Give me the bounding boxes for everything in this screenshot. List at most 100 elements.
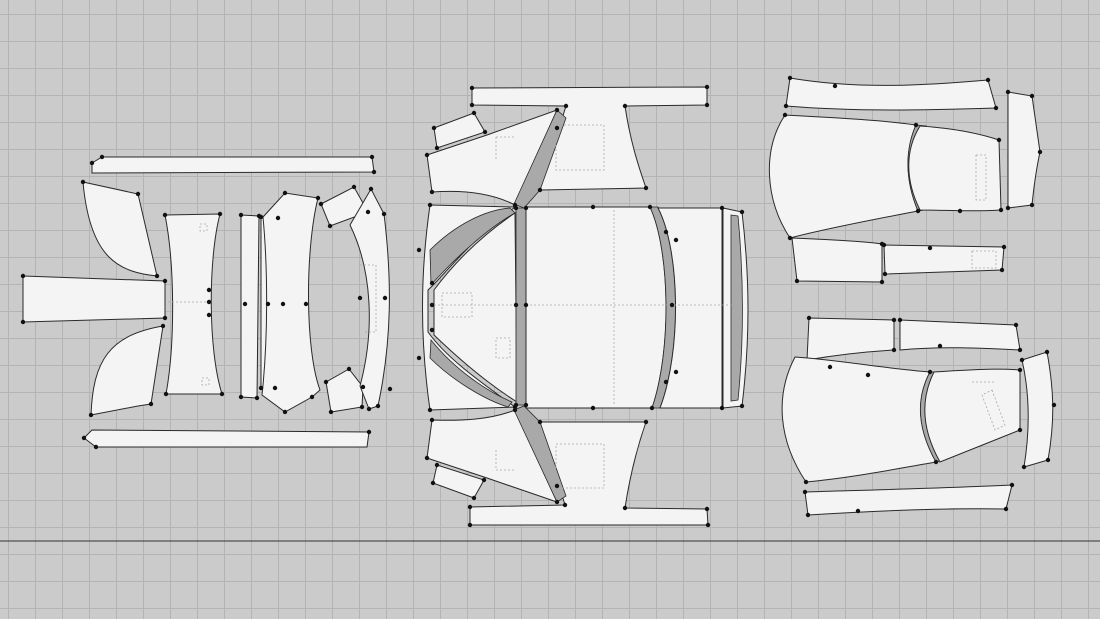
- vertex-point[interactable]: [206, 287, 212, 293]
- lower-narrow-flap[interactable]: [1021, 351, 1054, 468]
- vertex-point[interactable]: [427, 202, 433, 208]
- vertex-point[interactable]: [1045, 457, 1051, 463]
- vertex-point[interactable]: [238, 212, 244, 218]
- vertex-point[interactable]: [371, 169, 377, 175]
- vertex-point[interactable]: [787, 235, 793, 241]
- vertex-point[interactable]: [803, 479, 809, 485]
- vertex-point[interactable]: [469, 102, 475, 108]
- vertex-point[interactable]: [1017, 367, 1023, 373]
- vertex-point[interactable]: [467, 522, 473, 528]
- vertex-point[interactable]: [927, 245, 933, 251]
- vertex-point[interactable]: [429, 327, 435, 333]
- vertex-point[interactable]: [99, 154, 105, 160]
- vertex-point[interactable]: [482, 129, 488, 135]
- vertex-point[interactable]: [387, 386, 393, 392]
- long-strip-bottom[interactable]: [83, 429, 370, 448]
- vertex-point[interactable]: [162, 212, 168, 218]
- vertex-point[interactable]: [424, 152, 430, 158]
- upper-curved-band[interactable]: [785, 77, 997, 111]
- vertex-point[interactable]: [554, 499, 560, 505]
- vertex-point[interactable]: [238, 394, 244, 400]
- vertex-point[interactable]: [523, 205, 529, 211]
- vertex-point[interactable]: [427, 407, 433, 413]
- vertex-point[interactable]: [985, 77, 991, 83]
- vertex-point[interactable]: [562, 502, 568, 508]
- vertex-point[interactable]: [303, 301, 309, 307]
- vertex-point[interactable]: [309, 394, 315, 400]
- vertex-point[interactable]: [88, 412, 94, 418]
- vertex-point[interactable]: [897, 317, 903, 323]
- vertex-point[interactable]: [381, 211, 387, 217]
- top-left-wedge[interactable]: [82, 181, 158, 277]
- vertex-point[interactable]: [365, 209, 371, 215]
- vertex-point[interactable]: [135, 191, 141, 197]
- vertex-point[interactable]: [471, 495, 477, 501]
- upper-side-panel[interactable]: [908, 125, 1002, 212]
- vertex-point[interactable]: [805, 512, 811, 518]
- narrow-strip-1[interactable]: [240, 214, 260, 399]
- side-flap-bottom[interactable]: [325, 368, 364, 413]
- vertex-point[interactable]: [739, 403, 745, 409]
- bottom-left-wedge[interactable]: [90, 325, 164, 416]
- vertex-point[interactable]: [739, 209, 745, 215]
- vertex-point[interactable]: [1021, 464, 1027, 470]
- vertex-point[interactable]: [1005, 205, 1011, 211]
- vertex-point[interactable]: [1051, 402, 1057, 408]
- vertex-point[interactable]: [782, 112, 788, 118]
- vertex-point[interactable]: [80, 179, 86, 185]
- vertex-point[interactable]: [346, 366, 352, 372]
- vertex-point[interactable]: [1003, 506, 1009, 512]
- vertex-point[interactable]: [429, 302, 435, 308]
- vertex-point[interactable]: [280, 301, 286, 307]
- vertex-point[interactable]: [704, 102, 710, 108]
- vertex-point[interactable]: [282, 190, 288, 196]
- vertex-point[interactable]: [673, 369, 679, 375]
- vertex-point[interactable]: [787, 75, 793, 81]
- vertex-point[interactable]: [219, 391, 225, 397]
- vertex-point[interactable]: [622, 505, 628, 511]
- vertex-point[interactable]: [1001, 244, 1007, 250]
- vertex-point[interactable]: [430, 480, 436, 486]
- vertex-point[interactable]: [20, 319, 26, 325]
- vertex-point[interactable]: [590, 405, 596, 411]
- vertex-point[interactable]: [359, 404, 365, 410]
- vertex-point[interactable]: [1044, 349, 1050, 355]
- vertex-point[interactable]: [160, 323, 166, 329]
- vertex-point[interactable]: [513, 302, 519, 308]
- vertex-point[interactable]: [368, 186, 374, 192]
- vertex-point[interactable]: [783, 103, 789, 109]
- vertex-point[interactable]: [802, 489, 808, 495]
- vertex-point[interactable]: [351, 184, 357, 190]
- vertex-point[interactable]: [93, 444, 99, 450]
- vertex-point[interactable]: [429, 280, 435, 286]
- vertex-point[interactable]: [357, 295, 363, 301]
- vertex-point[interactable]: [996, 137, 1002, 143]
- vertex-point[interactable]: [1029, 93, 1035, 99]
- vertex-point[interactable]: [832, 83, 838, 89]
- vertex-point[interactable]: [242, 301, 248, 307]
- upper-narrow-flap[interactable]: [1007, 91, 1041, 209]
- vertex-point[interactable]: [673, 237, 679, 243]
- vertex-point[interactable]: [1037, 149, 1043, 155]
- vertex-point[interactable]: [471, 110, 477, 116]
- vertex-point[interactable]: [554, 483, 560, 489]
- vertex-point[interactable]: [937, 343, 943, 349]
- main-body-panel[interactable]: [525, 206, 667, 409]
- vertex-point[interactable]: [81, 435, 87, 441]
- vertex-point[interactable]: [323, 379, 329, 385]
- vertex-point[interactable]: [318, 201, 324, 207]
- vertex-point[interactable]: [513, 205, 519, 211]
- vertex-point[interactable]: [328, 409, 334, 415]
- vertex-point[interactable]: [1019, 357, 1025, 363]
- vertex-point[interactable]: [933, 459, 939, 465]
- vertex-point[interactable]: [416, 355, 422, 361]
- vertex-point[interactable]: [272, 385, 278, 391]
- vertex-point[interactable]: [563, 103, 569, 109]
- vertex-point[interactable]: [416, 247, 422, 253]
- vertex-point[interactable]: [523, 402, 529, 408]
- vertex-point[interactable]: [806, 315, 812, 321]
- vertex-point[interactable]: [993, 105, 999, 111]
- vertex-point[interactable]: [590, 204, 596, 210]
- vertex-point[interactable]: [366, 406, 372, 412]
